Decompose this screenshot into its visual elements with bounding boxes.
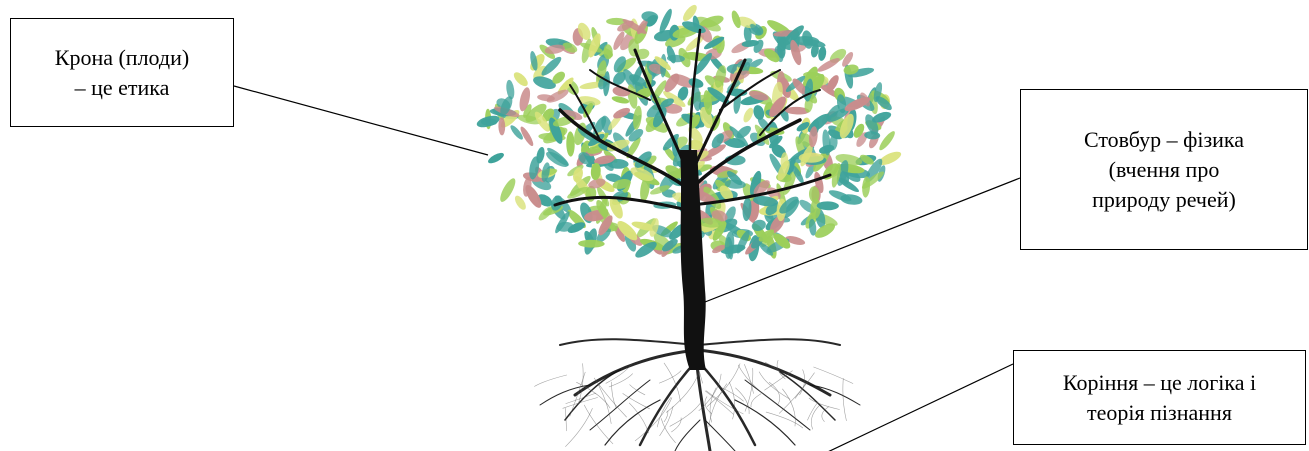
root-hair: [811, 406, 819, 430]
label-trunk: Стовбур – фізика (вчення про природу реч…: [1020, 89, 1308, 250]
root-hair: [814, 367, 853, 384]
root-hair: [769, 382, 779, 403]
root: [560, 339, 697, 345]
root-hair: [745, 368, 753, 411]
label-roots-line-1: Коріння – це логіка і: [1063, 368, 1256, 398]
connector-crown: [234, 86, 488, 155]
label-trunk-line-1: Стовбур – фізика: [1084, 125, 1244, 155]
label-trunk-line-3: природу речей): [1092, 185, 1236, 215]
root-hair: [738, 365, 776, 403]
leaf: [511, 70, 530, 89]
root-hair: [609, 374, 633, 387]
leaf: [877, 129, 897, 152]
label-roots: Коріння – це логіка і теорія пізнання: [1013, 350, 1306, 445]
root: [675, 420, 700, 451]
label-roots-line-2: теорія пізнання: [1087, 398, 1232, 428]
root-hair: [744, 364, 753, 393]
root-hair: [808, 402, 818, 420]
root-hair: [612, 382, 617, 409]
leaf: [752, 104, 766, 121]
leaf: [566, 131, 575, 156]
label-crown: Крона (плоди) – це етика: [10, 18, 234, 127]
leaf: [611, 95, 630, 105]
root-hair: [843, 378, 847, 420]
root-hair: [783, 389, 796, 426]
root-hair: [765, 371, 793, 390]
label-crown-line-2: – це етика: [75, 73, 170, 103]
root: [590, 380, 650, 430]
leaf: [481, 119, 497, 126]
root-hair: [664, 411, 668, 422]
leaf: [487, 151, 506, 165]
label-trunk-line-2: (вчення про: [1109, 155, 1220, 185]
root-hair: [535, 375, 567, 386]
root-hair: [623, 394, 650, 409]
root-hair: [751, 394, 761, 407]
leaf: [741, 106, 755, 124]
root-hair: [670, 404, 700, 427]
root: [697, 365, 710, 451]
label-crown-line-1: Крона (плоди): [55, 43, 189, 73]
root: [697, 339, 840, 345]
connector-roots: [815, 364, 1013, 451]
root-hair: [705, 391, 733, 414]
